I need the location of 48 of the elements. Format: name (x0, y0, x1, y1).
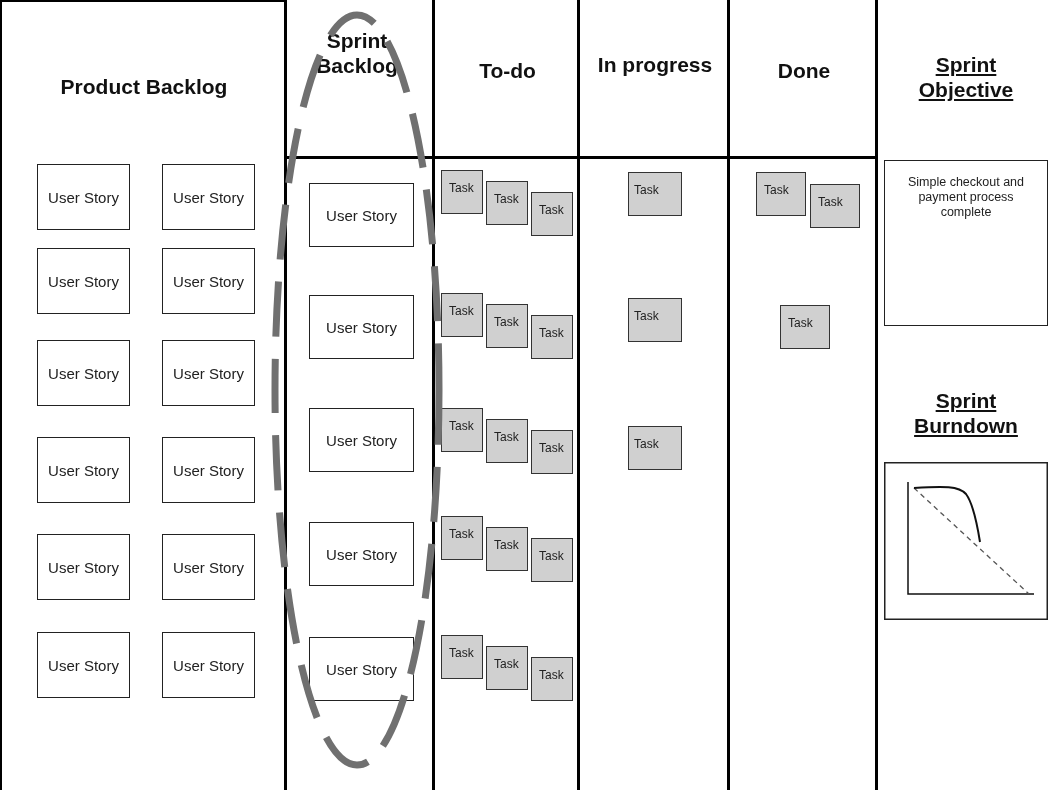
story-card: User Story (309, 295, 414, 359)
objective-text: Simple checkout and payment process complete (906, 175, 1025, 220)
story-card: User Story (162, 340, 255, 406)
story-card: User Story (309, 637, 414, 701)
story-card: User Story (37, 340, 130, 406)
task-card: Task (441, 516, 483, 560)
story-card: User Story (37, 437, 130, 503)
objective-card (884, 160, 1048, 326)
story-card: User Story (162, 437, 255, 503)
story-card: User Story (162, 164, 255, 230)
task-card: Task (441, 635, 483, 679)
column-heading: Sprint Backlog (315, 28, 399, 78)
task-card: Task (780, 305, 830, 349)
story-card: User Story (309, 183, 414, 247)
story-card: User Story (162, 248, 255, 314)
story-card: User Story (162, 534, 255, 600)
task-card: Task (628, 426, 682, 470)
task-card: Task (486, 181, 528, 225)
column-heading: Done (776, 58, 832, 83)
column-heading: Product Backlog (59, 74, 229, 99)
column-heading: Sprint Objective (917, 52, 1015, 102)
board-column (0, 0, 284, 790)
task-card: Task (628, 172, 682, 216)
task-card: Task (531, 192, 573, 236)
task-card: Task (756, 172, 806, 216)
task-card: Task (628, 298, 682, 342)
task-card: Task (441, 293, 483, 337)
story-card: User Story (37, 534, 130, 600)
column-heading: Sprint Burndown (913, 388, 1019, 438)
story-card: User Story (37, 632, 130, 698)
story-card: User Story (162, 632, 255, 698)
task-card: Task (531, 430, 573, 474)
task-card: Task (486, 304, 528, 348)
story-card: User Story (37, 248, 130, 314)
task-card: Task (486, 646, 528, 690)
task-card: Task (486, 419, 528, 463)
task-card: Task (441, 408, 483, 452)
task-card: Task (531, 657, 573, 701)
column-heading: To-do (478, 58, 537, 83)
task-card: Task (486, 527, 528, 571)
task-card: Task (441, 170, 483, 214)
story-card: User Story (37, 164, 130, 230)
task-card: Task (531, 538, 573, 582)
task-card: Task (531, 315, 573, 359)
story-card: User Story (309, 522, 414, 586)
column-heading: In progress (596, 52, 714, 77)
story-card: User Story (309, 408, 414, 472)
task-card: Task (810, 184, 860, 228)
